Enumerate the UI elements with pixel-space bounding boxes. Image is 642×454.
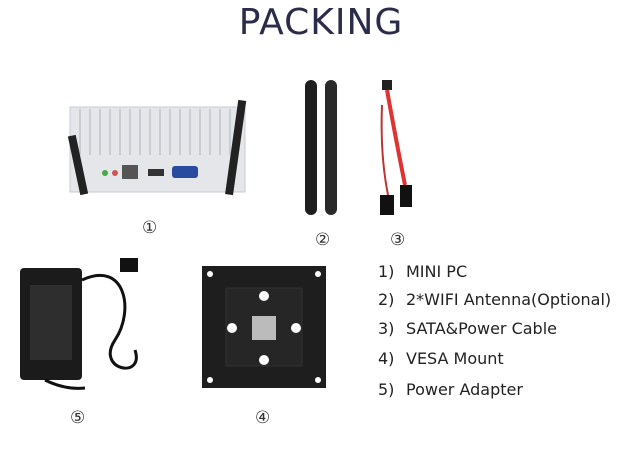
antenna-image xyxy=(305,80,337,215)
cable-label: ③ xyxy=(390,230,406,250)
sata-cable-image xyxy=(380,80,412,215)
vesa-label: ④ xyxy=(255,408,271,428)
mini-pc-image xyxy=(67,99,247,196)
antenna-label: ② xyxy=(315,230,331,250)
page-title: PACKING xyxy=(238,2,404,43)
adapter-label: ⑤ xyxy=(70,408,86,428)
list-item: 4)VESA Mount xyxy=(378,349,504,368)
vesa-mount-image xyxy=(202,266,326,388)
list-item: 1)MINI PC xyxy=(378,262,468,281)
list-item: 3)SATA&Power Cable xyxy=(378,319,557,338)
pc-label: ① xyxy=(142,218,158,238)
power-adapter-image xyxy=(20,258,138,390)
list-item: 5)Power Adapter xyxy=(378,380,523,399)
list-item: 2)2*WIFI Antenna(Optional) xyxy=(378,290,612,309)
